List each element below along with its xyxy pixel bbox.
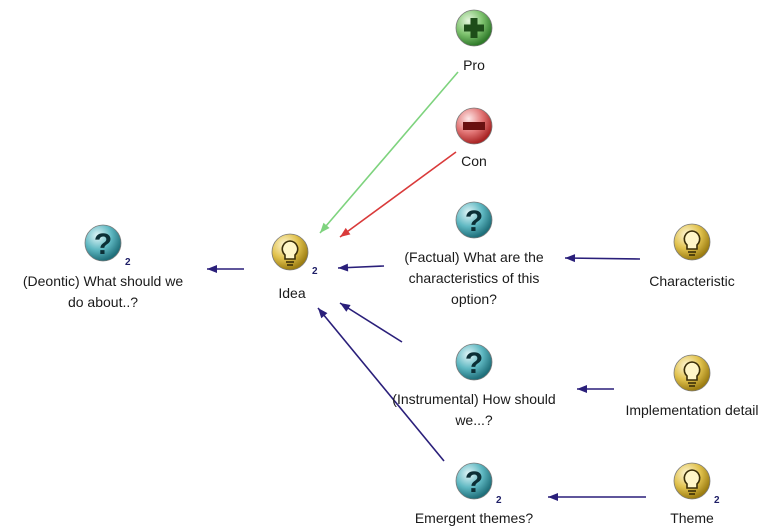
edge-characteristic-to-factual bbox=[564, 254, 641, 263]
node-label: Theme bbox=[670, 510, 714, 526]
arrowhead-icon bbox=[318, 308, 328, 319]
count-badge: 2 bbox=[496, 495, 502, 506]
node-pro[interactable]: Pro bbox=[455, 9, 493, 73]
lightbulb-icon[interactable] bbox=[673, 354, 711, 392]
node-label: Implementation detail bbox=[625, 402, 758, 418]
lightbulb-icon[interactable] bbox=[673, 462, 711, 500]
node-instrumental[interactable]: ? (Instrumental) How should we...? bbox=[392, 343, 556, 428]
arrowhead-icon bbox=[565, 254, 576, 263]
edge-emergent-to-idea bbox=[317, 307, 445, 462]
arrowhead-icon bbox=[577, 385, 587, 393]
arrowhead-icon bbox=[320, 222, 330, 233]
edge-implementation-to-instrumental bbox=[577, 385, 614, 393]
node-label: (Factual) What are the bbox=[404, 249, 543, 265]
edge-idea-to-deontic bbox=[207, 265, 244, 273]
count-badge: 2 bbox=[714, 495, 720, 506]
node-label: we...? bbox=[454, 412, 493, 428]
arrowhead-icon bbox=[340, 303, 351, 312]
node-implementation[interactable]: Implementation detail bbox=[625, 354, 759, 418]
edge-theme-to-emergent bbox=[548, 493, 646, 501]
node-label: Pro bbox=[463, 57, 485, 73]
lightbulb-icon[interactable] bbox=[673, 223, 711, 261]
question-icon[interactable]: ? bbox=[455, 343, 493, 381]
svg-text:?: ? bbox=[465, 205, 483, 238]
node-label: Characteristic bbox=[649, 273, 735, 289]
node-label: (Deontic) What should we bbox=[23, 273, 184, 289]
svg-text:?: ? bbox=[465, 347, 483, 380]
question-icon[interactable]: ? bbox=[455, 462, 493, 500]
node-label: (Instrumental) How should bbox=[392, 391, 555, 407]
arrowhead-icon bbox=[340, 227, 351, 237]
arrowhead-icon bbox=[548, 493, 558, 501]
svg-text:?: ? bbox=[94, 228, 112, 261]
node-characteristic[interactable]: Characteristic bbox=[649, 223, 735, 289]
node-label: Con bbox=[461, 153, 487, 169]
question-icon[interactable]: ? bbox=[455, 201, 493, 239]
arrowhead-icon bbox=[338, 263, 349, 272]
minus-icon[interactable] bbox=[455, 107, 493, 145]
node-deontic[interactable]: ? 2 (Deontic) What should we do about..? bbox=[23, 224, 184, 310]
svg-text:?: ? bbox=[465, 466, 483, 499]
edge-con-to-idea bbox=[339, 151, 457, 238]
question-icon[interactable]: ? bbox=[84, 224, 122, 262]
node-label: Idea bbox=[278, 285, 305, 301]
node-con[interactable]: Con bbox=[455, 107, 493, 169]
node-label: Emergent themes? bbox=[415, 510, 533, 526]
node-factual[interactable]: ? (Factual) What are the characteristics o… bbox=[404, 201, 544, 307]
plus-icon[interactable] bbox=[455, 9, 493, 47]
node-label: characteristics of this bbox=[409, 270, 540, 286]
node-label: option? bbox=[451, 291, 497, 307]
edge-instrumental-to-idea bbox=[339, 302, 403, 343]
edge-factual-to-idea bbox=[337, 263, 385, 272]
edge-pro-to-idea bbox=[319, 71, 459, 234]
lightbulb-icon[interactable] bbox=[271, 233, 309, 271]
count-badge: 2 bbox=[125, 257, 131, 268]
node-label: do about..? bbox=[68, 294, 138, 310]
count-badge: 2 bbox=[312, 266, 318, 277]
arrowhead-icon bbox=[207, 265, 217, 273]
